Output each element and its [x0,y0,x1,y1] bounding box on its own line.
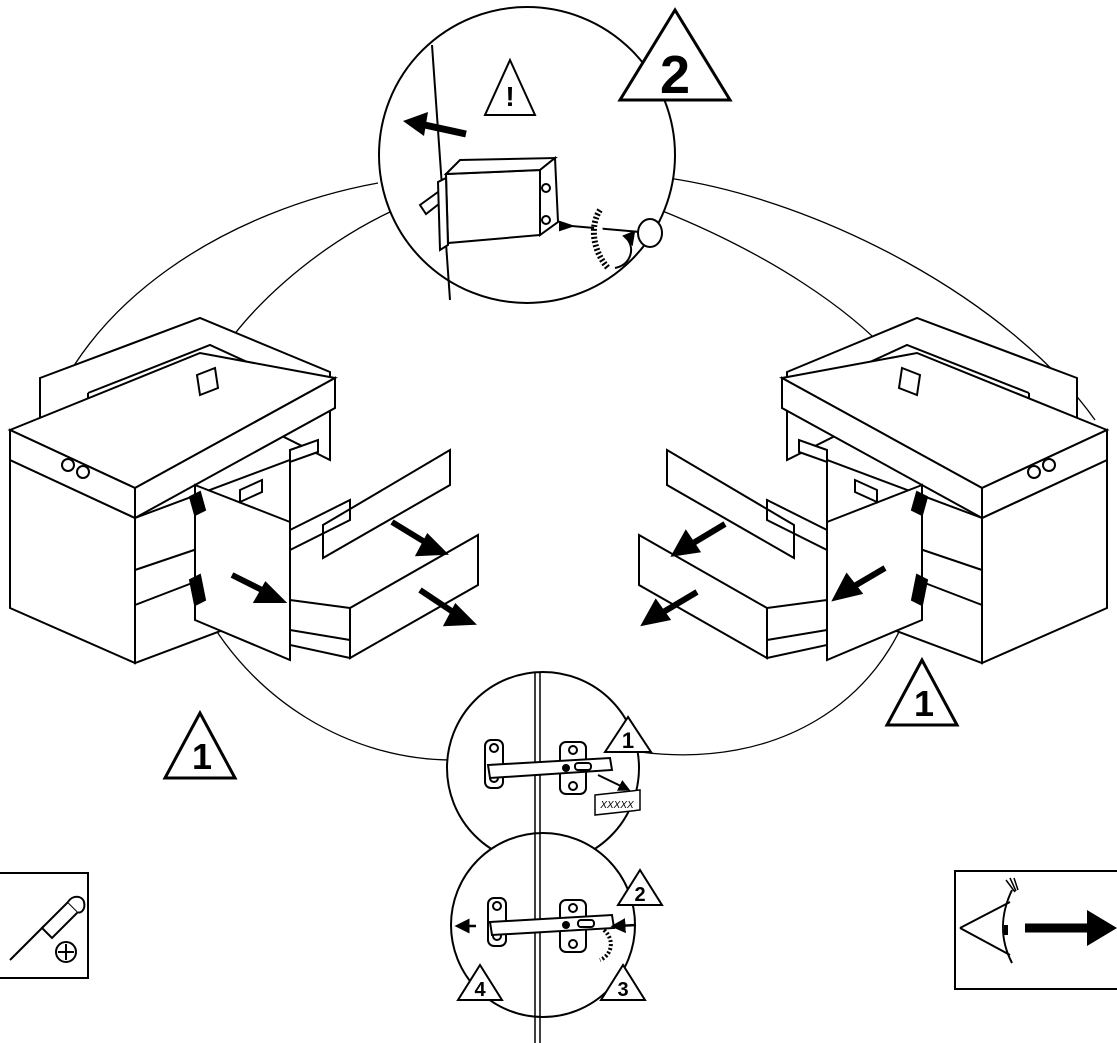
hinge-detail-top: XXXXX 1 [446,671,653,865]
left-cabinet [7,316,479,665]
right-pull-arrows [640,521,887,627]
hinge-detail-bottom: 2 3 4 [450,832,664,1043]
phillips-screwdriver-icon [0,872,89,979]
hinge-step-3-number: 3 [617,979,628,1001]
hinge-plate-adjust [487,897,616,953]
hinge-arc-left [199,602,453,761]
screwdriver-icon [559,208,663,270]
left-door [194,483,291,662]
hinge-step-1-number: 1 [622,728,634,753]
left-lower-drawer-front [349,533,479,660]
hinge-label-tag: XXXXX [594,789,641,816]
hinge-step-3-triangle: 3 [599,963,647,1001]
right-step-1-triangle: 1 [884,656,960,727]
warning-triangle-icon: ! [483,57,537,116]
left-pull-arrows [230,519,477,627]
left-step-1-triangle: 1 [162,709,238,780]
left-upper-drawer-front [322,448,451,560]
hinge-step-4-triangle: 4 [456,963,504,1001]
mounting-bracket [418,155,560,252]
step-2-triangle: 2 [617,7,733,105]
right-step-1-number: 1 [914,683,934,724]
right-cabinet [638,316,1110,665]
hinge-step-4-number: 4 [474,979,486,1001]
hinge-step-2-number: 2 [634,884,645,906]
pull-left-arrow-icon [403,112,467,138]
hinge-plate [484,739,614,795]
warning-mark: ! [505,81,514,112]
hinge-label-text: XXXXX [599,800,634,811]
hinge-step-2-triangle: 2 [616,868,664,906]
hinge-arc-right [639,599,913,756]
step-2-number: 2 [660,45,690,105]
eye-direction-icon [954,870,1117,990]
top-detail-callout: ! [378,6,676,304]
left-step-1-number: 1 [192,736,212,777]
hinge-step-1-triangle: 1 [603,715,653,753]
